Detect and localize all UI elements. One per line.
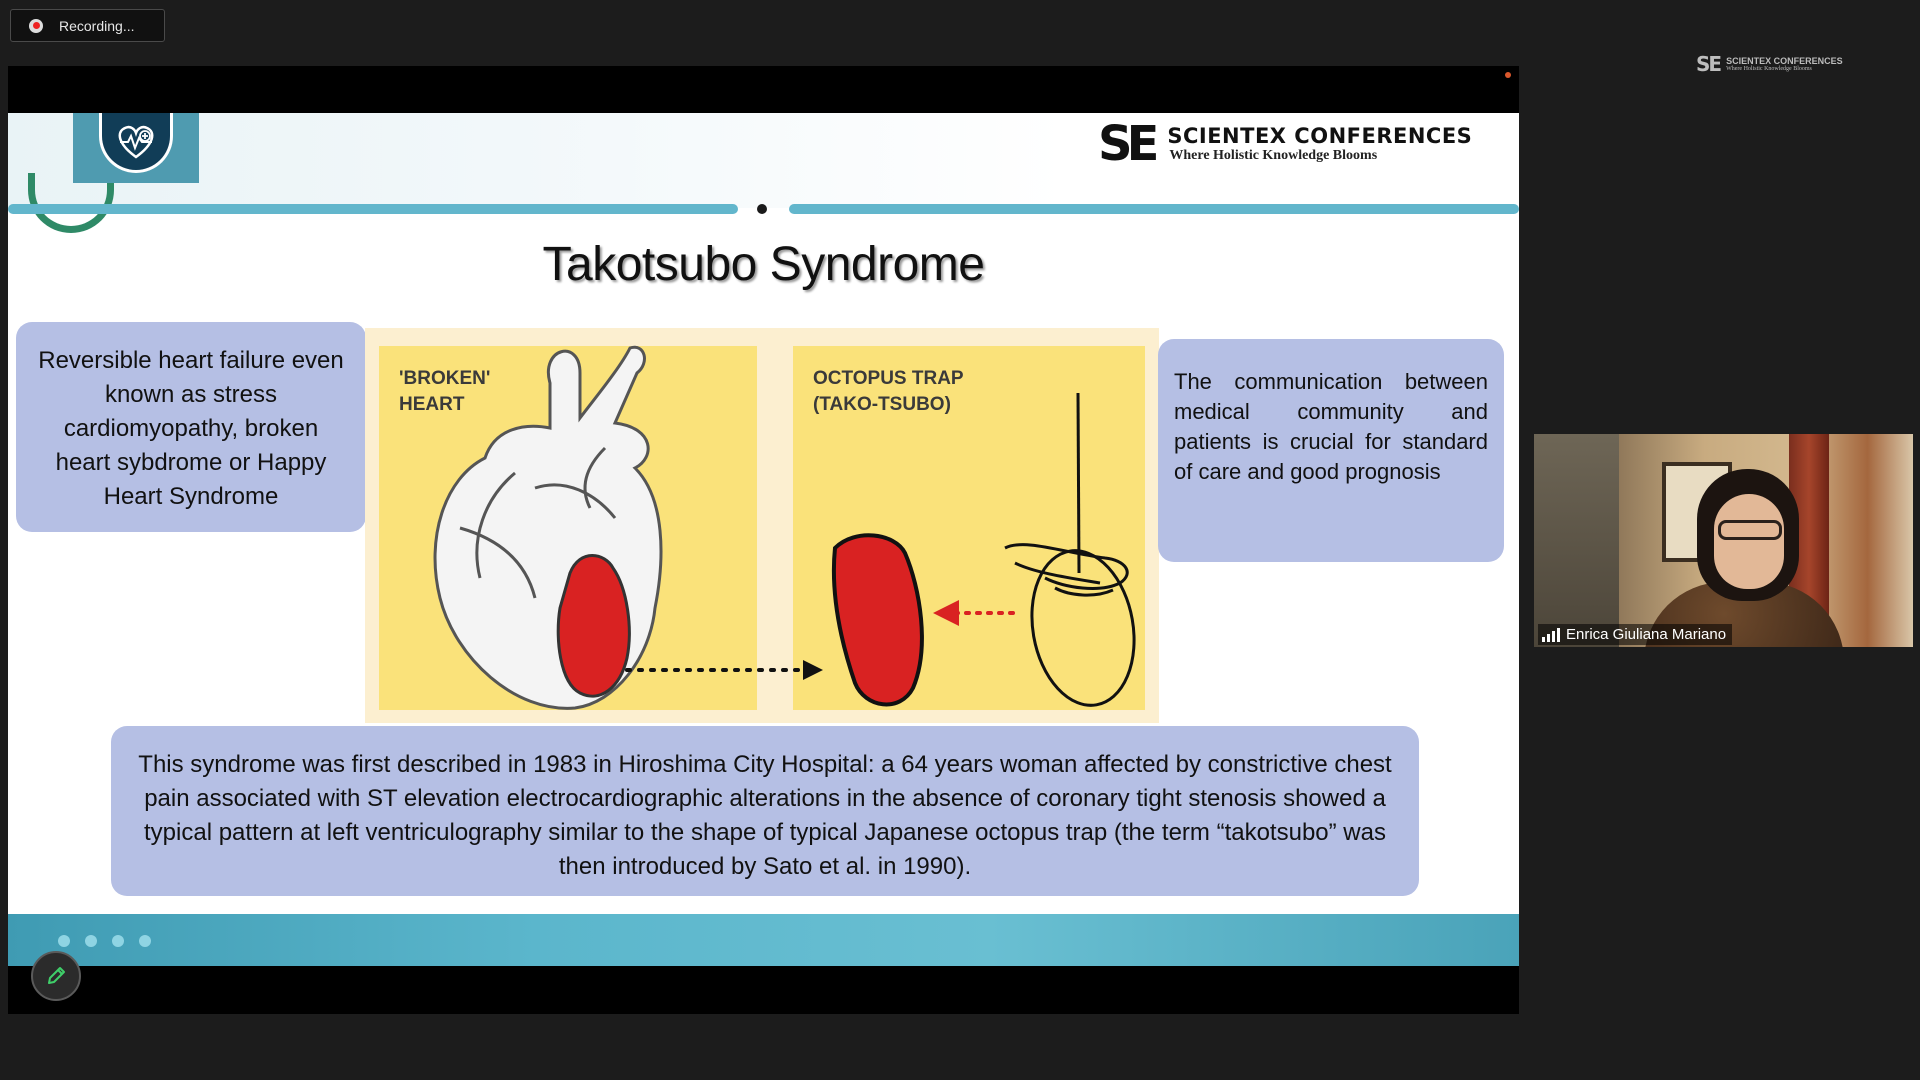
participant-name: Enrica Giuliana Mariano [1566,626,1727,643]
takotsubo-figure: 'BROKEN' HEART OCTOPUS TRAP (TAKO-TSUBO) [365,328,1159,723]
record-icon [29,18,43,33]
slide-title: Takotsubo Syndrome [542,238,985,291]
corner-logo-name: SCIENTEX CONFERENCES [1726,55,1843,66]
participant-video-tile[interactable]: Enrica Giuliana Mariano [1534,434,1913,647]
background-window [1534,434,1619,647]
definition-callout: Reversible heart failure even known as s… [16,322,366,532]
slide-footer-band [8,914,1519,966]
recording-indicator[interactable]: Recording... [10,9,165,42]
brand-mark: SE [1098,116,1159,172]
octopus-trap-label-line1: OCTOPUS TRAP [813,368,964,389]
slide-brand-logo: SE SCIENTEX CONFERENCES Where Holistic K… [1098,116,1472,172]
octopus-trap-pot [1004,392,1136,707]
presentation-slide: SE SCIENTEX CONFERENCES Where Holistic K… [8,113,1519,966]
left-ventricle-shape [831,533,924,707]
decorative-arc [28,173,114,233]
participant-glasses [1718,520,1782,540]
recording-label: Recording... [59,17,135,34]
shared-screen: SE SCIENTEX CONFERENCES Where Holistic K… [8,66,1519,1014]
broken-heart-label-line2: HEART [399,394,465,415]
footer-dots [58,935,151,947]
heart-logo-icon [99,113,173,173]
brand-name: SCIENTEX CONFERENCES [1167,124,1473,148]
footer-dot [139,935,151,947]
octopus-trap-label-line2: (TAKO-TSUBO) [813,394,951,415]
corner-logo-mark: SE [1696,52,1722,76]
heart-and-trap-illustration [433,345,1136,710]
pencil-icon [48,967,65,984]
footer-dot [85,935,97,947]
share-status-dot [1505,72,1511,78]
participant-face [1714,494,1784,589]
octopus-trap-label: OCTOPUS TRAP (TAKO-TSUBO) [813,366,964,418]
event-logo-badge [73,113,199,183]
header-rule-right [789,204,1519,214]
annotate-pen-button[interactable] [31,951,81,1001]
slide-header-band [8,113,1519,208]
participant-nameplate: Enrica Giuliana Mariano [1538,624,1733,645]
corner-watermark-logo: SE SCIENTEX CONFERENCES Where Holistic K… [1696,52,1843,76]
header-rule-left [8,204,738,214]
signal-strength-icon [1542,627,1560,642]
header-rule-dot [757,204,767,214]
broken-heart-label-line1: 'BROKEN' [399,368,491,389]
corner-logo-tagline: Where Holistic Knowledge Blooms [1726,65,1812,72]
footer-dot [58,935,70,947]
brand-tagline: Where Holistic Knowledge Blooms [1169,148,1378,163]
communication-callout: The communication between medical commun… [1158,339,1504,562]
footer-dot [112,935,124,947]
broken-heart-label: 'BROKEN' HEART [399,366,490,418]
history-callout: This syndrome was first described in 198… [111,726,1419,896]
heart-ventricle-red [556,554,631,698]
